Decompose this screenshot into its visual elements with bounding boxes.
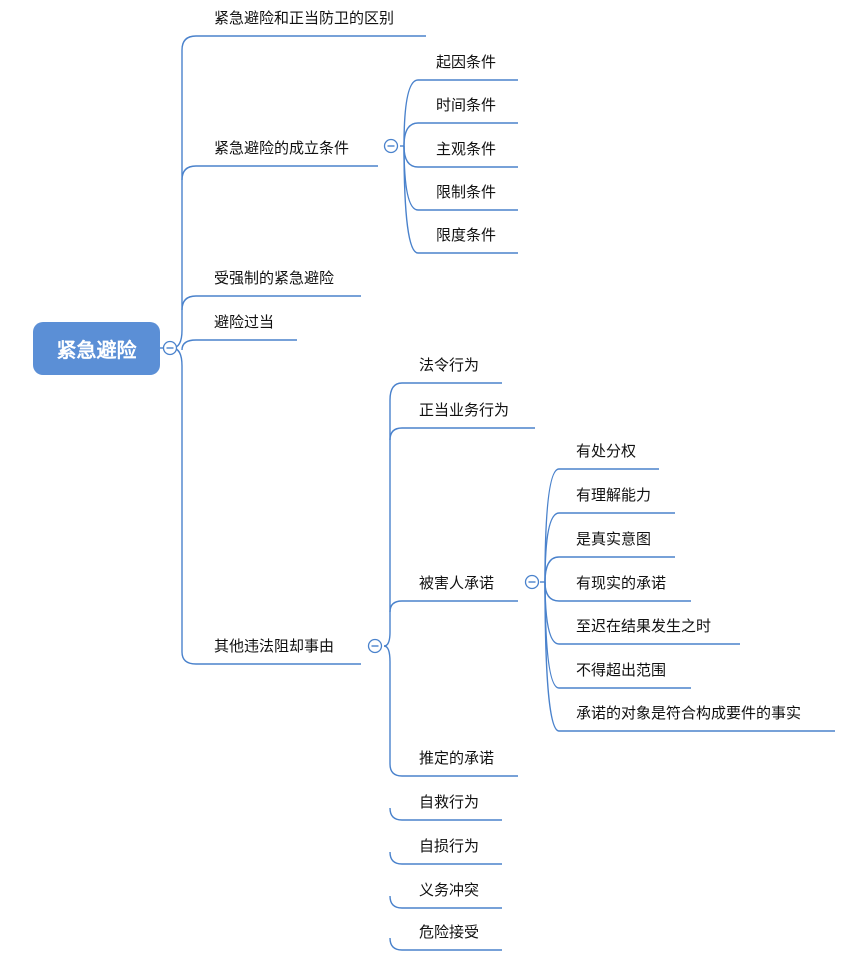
node-cause-condition[interactable]: 起因条件 [436, 53, 497, 71]
root-node[interactable]: 紧急避险 [33, 322, 160, 375]
node-within-scope[interactable]: 不得超出范围 [576, 661, 667, 679]
node-self-harm[interactable]: 自损行为 [419, 837, 480, 855]
node-consent-object[interactable]: 承诺的对象是符合构成要件的事实 [576, 704, 802, 722]
minus-circle-icon[interactable] [367, 638, 383, 654]
node-victim-consent[interactable]: 被害人承诺 [419, 574, 495, 592]
node-has-understanding[interactable]: 有理解能力 [576, 486, 652, 504]
node-true-intention[interactable]: 是真实意图 [576, 530, 652, 548]
node-subjective-condition[interactable]: 主观条件 [436, 140, 497, 158]
node-risk-acceptance[interactable]: 危险接受 [419, 923, 480, 941]
node-time-condition[interactable]: 时间条件 [436, 96, 497, 114]
node-other-grounds[interactable]: 其他违法阻却事由 [214, 637, 335, 655]
minus-circle-icon[interactable] [162, 340, 178, 356]
node-has-disposal-right[interactable]: 有处分权 [576, 442, 637, 460]
node-self-help[interactable]: 自救行为 [419, 793, 480, 811]
node-actual-consent[interactable]: 有现实的承诺 [576, 574, 667, 592]
connector-difference [171, 35, 426, 349]
node-before-result[interactable]: 至迟在结果发生之时 [576, 617, 712, 635]
minus-circle-icon[interactable] [524, 574, 540, 590]
node-restriction-condition[interactable]: 限制条件 [436, 183, 497, 201]
node-presumed-consent[interactable]: 推定的承诺 [419, 749, 495, 767]
node-conditions[interactable]: 紧急避险的成立条件 [214, 139, 350, 157]
node-forced[interactable]: 受强制的紧急避险 [214, 269, 335, 287]
minus-circle-icon[interactable] [383, 138, 399, 154]
node-limit-condition[interactable]: 限度条件 [436, 226, 497, 244]
connector-other [171, 347, 361, 665]
node-duty-conflict[interactable]: 义务冲突 [419, 881, 480, 899]
node-legitimate-business-act[interactable]: 正当业务行为 [419, 401, 510, 419]
root-node-label: 紧急避险 [56, 338, 137, 362]
node-statutory-act[interactable]: 法令行为 [419, 356, 480, 374]
connector-forced [181, 295, 361, 311]
connector-conditions [181, 165, 378, 181]
connector-excess [181, 339, 297, 351]
node-excess[interactable]: 避险过当 [214, 313, 275, 331]
node-difference[interactable]: 紧急避险和正当防卫的区别 [214, 9, 395, 27]
